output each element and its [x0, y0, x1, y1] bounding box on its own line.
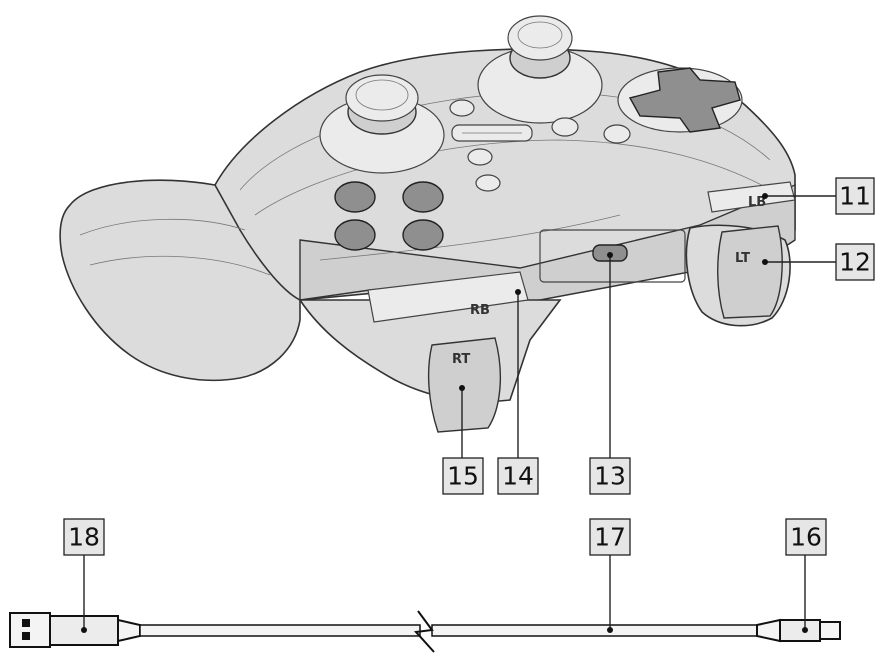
left-thumbstick [319, 74, 445, 174]
svg-text:13: 13 [594, 462, 626, 491]
svg-text:18: 18 [68, 523, 100, 552]
leader-lines [81, 193, 836, 633]
svg-text:15: 15 [447, 462, 479, 491]
usb-cable [9, 610, 841, 653]
dpad [617, 67, 743, 133]
controller: LB LT RB RT [59, 15, 796, 433]
lt-label: LT [735, 251, 750, 266]
center-buttons [449, 99, 631, 192]
svg-text:16: 16 [790, 523, 822, 552]
svg-text:11: 11 [839, 182, 871, 211]
callout-17: 17 [589, 518, 631, 556]
svg-text:14: 14 [502, 462, 534, 491]
callout-13: 13 [589, 457, 631, 495]
callout-14: 14 [497, 457, 539, 495]
svg-text:17: 17 [594, 523, 626, 552]
callout-12: 12 [835, 243, 875, 281]
lb-bumper: LB [707, 181, 796, 213]
face-buttons [334, 181, 444, 251]
rb-bumper: RB [367, 271, 529, 323]
rb-label: RB [470, 303, 490, 318]
callout-16: 16 [785, 518, 827, 556]
lb-label: LB [748, 195, 766, 210]
lt-trigger: LT [717, 225, 783, 319]
usb-a-plug [9, 612, 141, 648]
callout-15: 15 [442, 457, 484, 495]
callout-18: 18 [63, 518, 105, 556]
rt-trigger: RT [427, 337, 502, 433]
callout-11: 11 [835, 177, 875, 215]
svg-text:12: 12 [839, 248, 871, 277]
right-thumbstick [477, 15, 603, 124]
rt-label: RT [452, 352, 470, 367]
micro-usb-plug [756, 618, 841, 643]
